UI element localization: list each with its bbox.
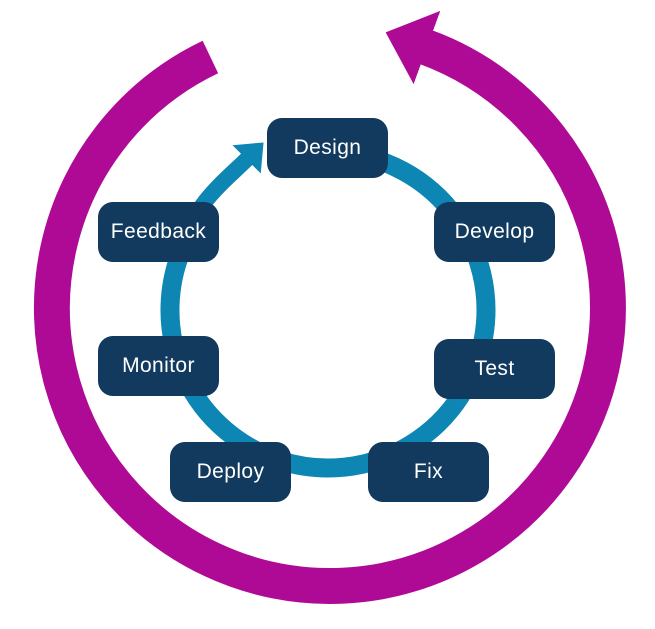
step-node-design: Design: [267, 118, 388, 178]
step-label: Fix: [413, 460, 444, 483]
step-node-deploy: Deploy: [170, 442, 291, 502]
step-node-monitor: Monitor: [98, 336, 219, 396]
outer-cycle-arrow: [33, 10, 626, 604]
step-label: Test: [474, 357, 515, 380]
step-label: Develop: [454, 220, 535, 243]
step-label: Design: [293, 136, 362, 159]
step-node-develop: Develop: [434, 202, 555, 262]
step-label: Feedback: [110, 220, 207, 243]
step-node-feedback: Feedback: [98, 202, 219, 262]
step-node-fix: Fix: [368, 442, 489, 502]
step-node-test: Test: [434, 339, 555, 399]
step-label: Deploy: [196, 460, 265, 483]
step-label: Monitor: [122, 354, 195, 377]
inner-cycle-ring: [160, 142, 496, 478]
